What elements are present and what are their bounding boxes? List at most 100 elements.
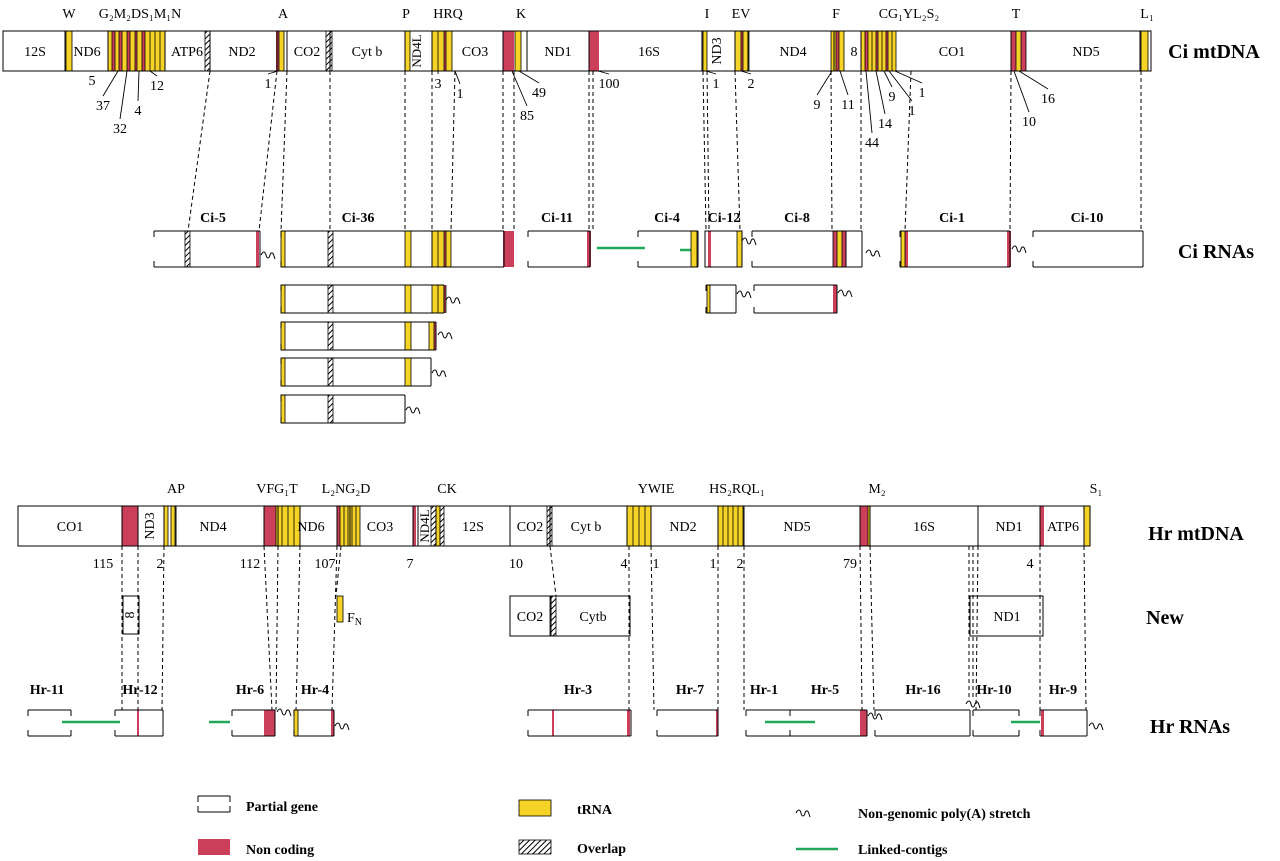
hr-dashed-link [859,545,863,711]
hr-gene-label-16S: 16S [913,520,935,535]
ci-count-n1a: 1 [265,77,272,92]
hr-trna-vfgt-trna [294,506,300,546]
ci-rna-Ci-5 [153,230,261,268]
ci-trna-cluster-gm-trna [155,31,160,71]
ci-gene-label-ND4L: ND4L [409,34,424,67]
ci-gene-label-CO3: CO3 [462,45,488,60]
hr-rna-Hr-6 [231,709,276,737]
hr-nc-115 [122,506,138,546]
hr-dashed-link [975,545,979,711]
ci-rna-label-Ci-1: Ci-1 [939,211,965,226]
ci8-F-nc [842,231,846,267]
ci-count-n4: 4 [135,104,142,119]
ci-count-leader [888,70,913,102]
ci-count-leader [865,70,873,134]
ci-count-n49: 49 [532,86,546,101]
trna-block [405,285,411,313]
ci36s2-trna [429,322,434,350]
legend-partial-label: Partial gene [246,800,318,815]
hr-rna-label-Hr-5: Hr-5 [811,683,839,698]
hr-trna-M2-outline [867,505,871,547]
hr-dashed-link [161,545,165,711]
hr-gene-label-ND5: ND5 [783,520,810,535]
ci36s1-nc [444,285,446,313]
hr16-polya [965,700,981,709]
ci-rnas-row-label: Ci RNAs [1178,241,1254,263]
hr-rnas-row-label: Hr RNAs [1150,716,1230,738]
legend-partial-swatch [197,795,231,813]
ci-count-n9b: 9 [889,90,896,105]
ci-trna-W [66,31,72,71]
hr-gene-label-CO3: CO3 [367,520,393,535]
hr-trna-label-M2: M₂ [868,482,885,497]
hr-rna-Hr-7 [656,709,719,737]
new-row-label: New [1146,607,1184,629]
hr-rna-Hr-12 [114,709,164,737]
ci-trna-cluster-cg-nc [865,31,868,71]
hr-trna-label-CK: CK [437,482,456,497]
ci-count-leader [454,70,461,85]
ci-trna-ev-trna [743,31,749,71]
ci-trna-cluster-gm-trna [145,31,150,71]
hr-nc-79 [860,506,868,546]
ci36s1-polya [445,296,461,305]
ci-trna-K [515,31,521,71]
hr-trna-M2 [868,506,870,546]
hr-trna-ywie-trna [633,506,639,546]
ci-trna-cluster-gm-nc [142,31,145,71]
ci-trna-label-L1: L₁ [1140,7,1153,22]
ci-trna-cluster-cg-trna [888,31,892,71]
hr-count-h107: 107 [315,557,336,572]
hr-trna-S1 [1084,506,1090,546]
new-trna-FN-outline [336,595,344,623]
hr-trna-hsrql-trna [723,506,728,546]
trna-block [281,322,285,350]
ci36s2-nc [434,322,436,350]
hr-trna-label-HSRQL: HS₂RQL₁ [709,482,765,497]
ci-trna-hrq-trna [438,31,444,71]
ci-dashed-link [450,70,456,232]
ci12-polya [741,237,757,246]
noncoding-block [137,710,139,736]
hr-trna-C [436,506,440,546]
ci-trna-label-CGYLSS: CG₁YL₂S₂ [879,7,940,22]
ci-trna-P [405,31,410,71]
overlap-block [327,357,334,387]
hr-trna-ywie-trna [639,506,645,546]
ci-dashed-link [187,70,211,232]
ci-rna-label-Ci-8: Ci-8 [784,211,810,226]
ci-dashed-link [734,70,741,232]
legend-trna-swatch-outline [518,799,552,817]
ci-trna-cluster-gm-trna [108,31,112,71]
ci-gene-label-ND5: ND5 [1072,45,1099,60]
ci-count-n12: 12 [150,79,164,94]
ci5-overlap [184,230,191,268]
ci-trna-cluster-gm-trna [130,31,135,71]
legend-noncoding-swatch [198,839,230,855]
ci36-sub-2 [280,321,437,351]
overlap-block [327,284,334,314]
new-label-8: 8 [123,612,138,619]
ci-gene-label-ND4: ND4 [779,45,806,60]
ci-trna-F-nc [836,31,839,71]
new-box-co2-cytb [509,595,631,637]
ci-trna-cluster-gm-trna [150,31,155,71]
ci-rna-Ci-10 [1032,230,1144,268]
ci-trna-cluster-gm-trna [115,31,119,71]
hr5-polya [867,712,883,721]
hr-trna-hsrql-trna [718,506,723,546]
hr-trna-ywie-trna [627,506,633,546]
ci-count-n32: 32 [113,122,127,137]
new-label-CO2: CO2 [517,610,543,625]
hr-nc-4 [1040,506,1044,546]
ci-count-leader [894,70,923,84]
hr-trna-lngd-trna [352,506,356,546]
ci1-nc2 [1007,231,1011,267]
ci36s1-trna [438,285,444,313]
ci-rna-Ci-8 [751,230,863,268]
hr-trna-label-AP: AP [167,482,185,497]
hr-rna-label-Hr-12: Hr-12 [122,683,157,698]
hr-count-h2a: 2 [157,557,164,572]
trna-block-outline [280,284,286,314]
hr-trna-hsrql-trna [738,506,743,546]
